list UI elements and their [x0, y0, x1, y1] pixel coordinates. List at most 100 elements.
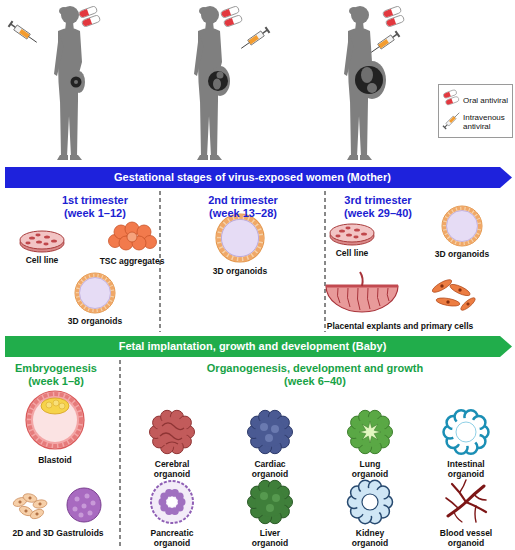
cardiac-organoid	[248, 410, 293, 453]
arrow-band	[5, 336, 512, 357]
lung-organoid	[348, 410, 393, 453]
gastruloid-3d	[67, 488, 101, 522]
organoid-3d	[442, 206, 482, 246]
primary-cells	[441, 285, 444, 288]
model-label: Placental explants and primary cells	[310, 321, 490, 331]
blastoid	[33, 398, 77, 442]
kidney-organoid	[348, 480, 393, 523]
pregnant-woman-2nd	[194, 6, 222, 160]
blood-vessel-organoid	[475, 506, 476, 522]
primary-cells	[467, 303, 470, 306]
model-label: 3D organoids	[60, 316, 130, 326]
blastoid	[29, 394, 81, 446]
cardiac-organoid	[271, 425, 279, 433]
gastruloid-3d	[88, 511, 93, 516]
liver-organoid	[248, 480, 293, 523]
legend-icon	[443, 89, 460, 105]
liver-organoid	[248, 480, 293, 523]
blood-vessel-organoid	[454, 512, 462, 522]
pill-icon	[220, 6, 242, 28]
kidney-organoid	[356, 488, 384, 516]
cerebral-organoid	[150, 410, 195, 453]
model-label: Cell line	[322, 248, 382, 258]
band-label: Fetal implantation, growth and developme…	[5, 336, 512, 357]
syringe-icon	[369, 31, 400, 56]
model-label: Cerebral organoid	[147, 459, 197, 479]
placental-explant	[337, 288, 340, 303]
pancreatic-organoid	[167, 497, 177, 507]
gastruloid-3d	[67, 488, 101, 522]
pregnant-woman-3rd	[367, 83, 377, 93]
syringe-icon	[239, 27, 270, 52]
gastruloid-2d	[29, 497, 32, 500]
stage-arrow-band: Gestational stages of virus-exposed wome…	[5, 167, 512, 188]
blastoid	[53, 400, 59, 406]
gastruloid-3d	[73, 507, 78, 512]
cell-line-dish	[330, 224, 374, 245]
band-label: Gestational stages of virus-exposed wome…	[5, 167, 512, 188]
placental-explant	[326, 286, 398, 312]
pill-icon	[382, 6, 404, 28]
lung-organoid	[355, 417, 385, 447]
cell-line-dish	[330, 224, 374, 245]
primary-cells	[459, 289, 462, 292]
placental-explant	[326, 272, 398, 312]
intestinal-organoid	[456, 422, 476, 442]
liver-organoid	[260, 492, 268, 500]
placental-explant	[360, 272, 363, 286]
model-label: Pancreatic organoid	[147, 528, 197, 548]
placental-explant	[347, 288, 350, 307]
model-label: Cardiac organoid	[245, 459, 295, 479]
cerebral-organoid	[160, 423, 184, 444]
model-label: 3D organoids	[205, 266, 275, 276]
tsc-aggregates	[109, 222, 157, 250]
pill-icon	[78, 6, 100, 28]
column-divider	[120, 360, 121, 549]
pregnant-woman-3rd	[361, 67, 373, 83]
model-label: 2D and 3D Gastruloids	[3, 528, 113, 538]
kidney-organoid	[348, 480, 393, 523]
gastruloid-2d	[36, 513, 39, 516]
gastruloid-2d	[32, 499, 47, 509]
stage-heading: Embryogenesis (week 1–8)	[9, 362, 104, 388]
blood-vessel-organoid	[446, 498, 458, 508]
pill-icon	[220, 6, 242, 28]
legend-icon	[441, 90, 463, 110]
legend-entry: Intravenous antiviral	[441, 112, 510, 132]
legend-entry: Oral antiviral	[441, 90, 510, 110]
liver-organoid	[260, 492, 280, 512]
pregnant-woman-1st	[54, 6, 82, 160]
gastruloid-3d	[79, 513, 84, 518]
gastruloid-2d	[29, 507, 45, 520]
pancreatic-organoid	[151, 481, 193, 523]
stage-heading: 3rd trimester (week 29–40)	[336, 194, 421, 220]
legend-box: Oral antiviralIntravenous antiviral	[438, 84, 513, 138]
liver-organoid	[255, 487, 285, 517]
cardiac-organoid	[248, 410, 293, 453]
pregnant-woman-2nd	[194, 6, 230, 160]
primary-cells	[436, 296, 461, 307]
gastruloid-3d	[82, 504, 87, 509]
cardiac-organoid	[255, 417, 285, 447]
syringe-icon	[8, 21, 39, 46]
organoid-3d	[75, 273, 115, 313]
gastruloid-2d	[39, 503, 42, 506]
model-label: Kidney organoid	[345, 528, 395, 548]
gastruloid-3d	[91, 501, 96, 506]
primary-cells	[431, 277, 477, 312]
model-label: Cell line	[12, 255, 72, 265]
pancreatic-organoid	[151, 481, 193, 523]
cerebral-organoid	[150, 410, 195, 453]
pregnant-woman-1st	[74, 80, 78, 84]
pregnant-woman-1st	[71, 77, 82, 88]
placental-explant	[367, 288, 370, 309]
blood-vessel-organoid	[460, 480, 466, 492]
cerebral-organoid	[157, 417, 187, 447]
syringe-icon	[369, 31, 400, 56]
gastruloid-3d	[85, 494, 90, 499]
primary-cells	[459, 296, 477, 312]
syringe-icon	[8, 21, 39, 46]
lung-organoid	[359, 421, 381, 443]
model-label: Blood vessel organoid	[437, 528, 495, 548]
